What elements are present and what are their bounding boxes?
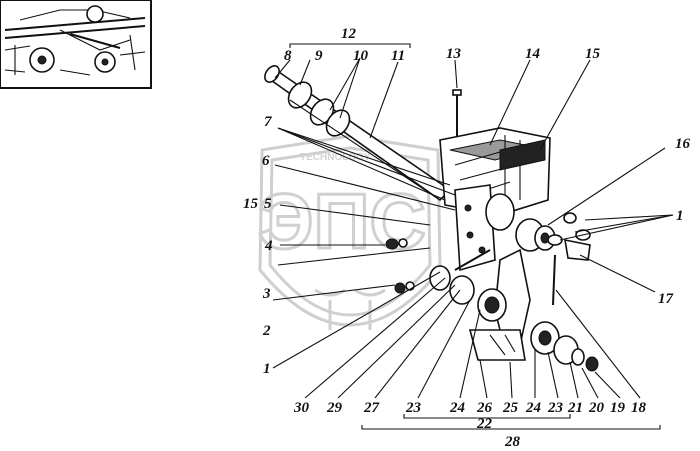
- callout-17: 17: [658, 291, 674, 307]
- callout-18: 18: [631, 400, 647, 416]
- callout-29: 29: [326, 400, 343, 416]
- callout-2: 2: [262, 323, 271, 339]
- callout-7: 7: [264, 114, 272, 130]
- callout-20: 20: [588, 400, 605, 416]
- bracket-12: [289, 43, 411, 48]
- callout-19: 19: [610, 400, 626, 416]
- watermark-caption: TECHNOLOGY: [300, 152, 371, 163]
- leader-lines: [265, 57, 674, 399]
- fork-arm: [468, 248, 531, 361]
- bracket-28: [361, 425, 661, 430]
- callout-1-top: 1: [676, 208, 684, 224]
- callout-4: 4: [264, 238, 273, 254]
- callout-14: 14: [525, 46, 541, 62]
- callout-6: 6: [262, 153, 270, 169]
- callout-13: 13: [446, 46, 462, 62]
- callout-5: 5: [264, 196, 272, 212]
- callout-25: 25: [502, 400, 519, 416]
- callout-28: 28: [504, 434, 521, 450]
- callout-26: 26: [476, 400, 493, 416]
- callout-27: 27: [363, 400, 380, 416]
- bracket-22: [403, 414, 571, 419]
- callout-11: 11: [391, 48, 405, 64]
- mounting-plate: [454, 184, 496, 272]
- callout-15-left: 15: [243, 196, 259, 212]
- small-nuts: [385, 238, 415, 294]
- main-shaft: [264, 65, 452, 202]
- inset-overview-drawing: [0, 0, 152, 89]
- bearing-stack: [429, 249, 599, 372]
- callout-3: 3: [262, 286, 271, 302]
- callout-24-a: 24: [449, 400, 466, 416]
- callout-9: 9: [315, 48, 323, 64]
- callout-labels: 12 8 9 10 11 13 14 15 16 1 17 7 6 15 5 4…: [243, 26, 691, 450]
- callout-23-b: 23: [547, 400, 564, 416]
- hub-assembly: [485, 193, 591, 306]
- callout-12: 12: [341, 26, 357, 42]
- callout-23-a: 23: [405, 400, 422, 416]
- callout-22: 22: [476, 416, 493, 432]
- callout-8: 8: [284, 48, 292, 64]
- callout-21: 21: [567, 400, 583, 416]
- callout-30: 30: [293, 400, 310, 416]
- callout-10: 10: [353, 48, 369, 64]
- callout-24-b: 24: [525, 400, 542, 416]
- bolt-13: [452, 89, 462, 140]
- callout-16: 16: [675, 136, 691, 152]
- callout-15-top: 15: [585, 46, 601, 62]
- callout-1-left: 1: [263, 361, 271, 377]
